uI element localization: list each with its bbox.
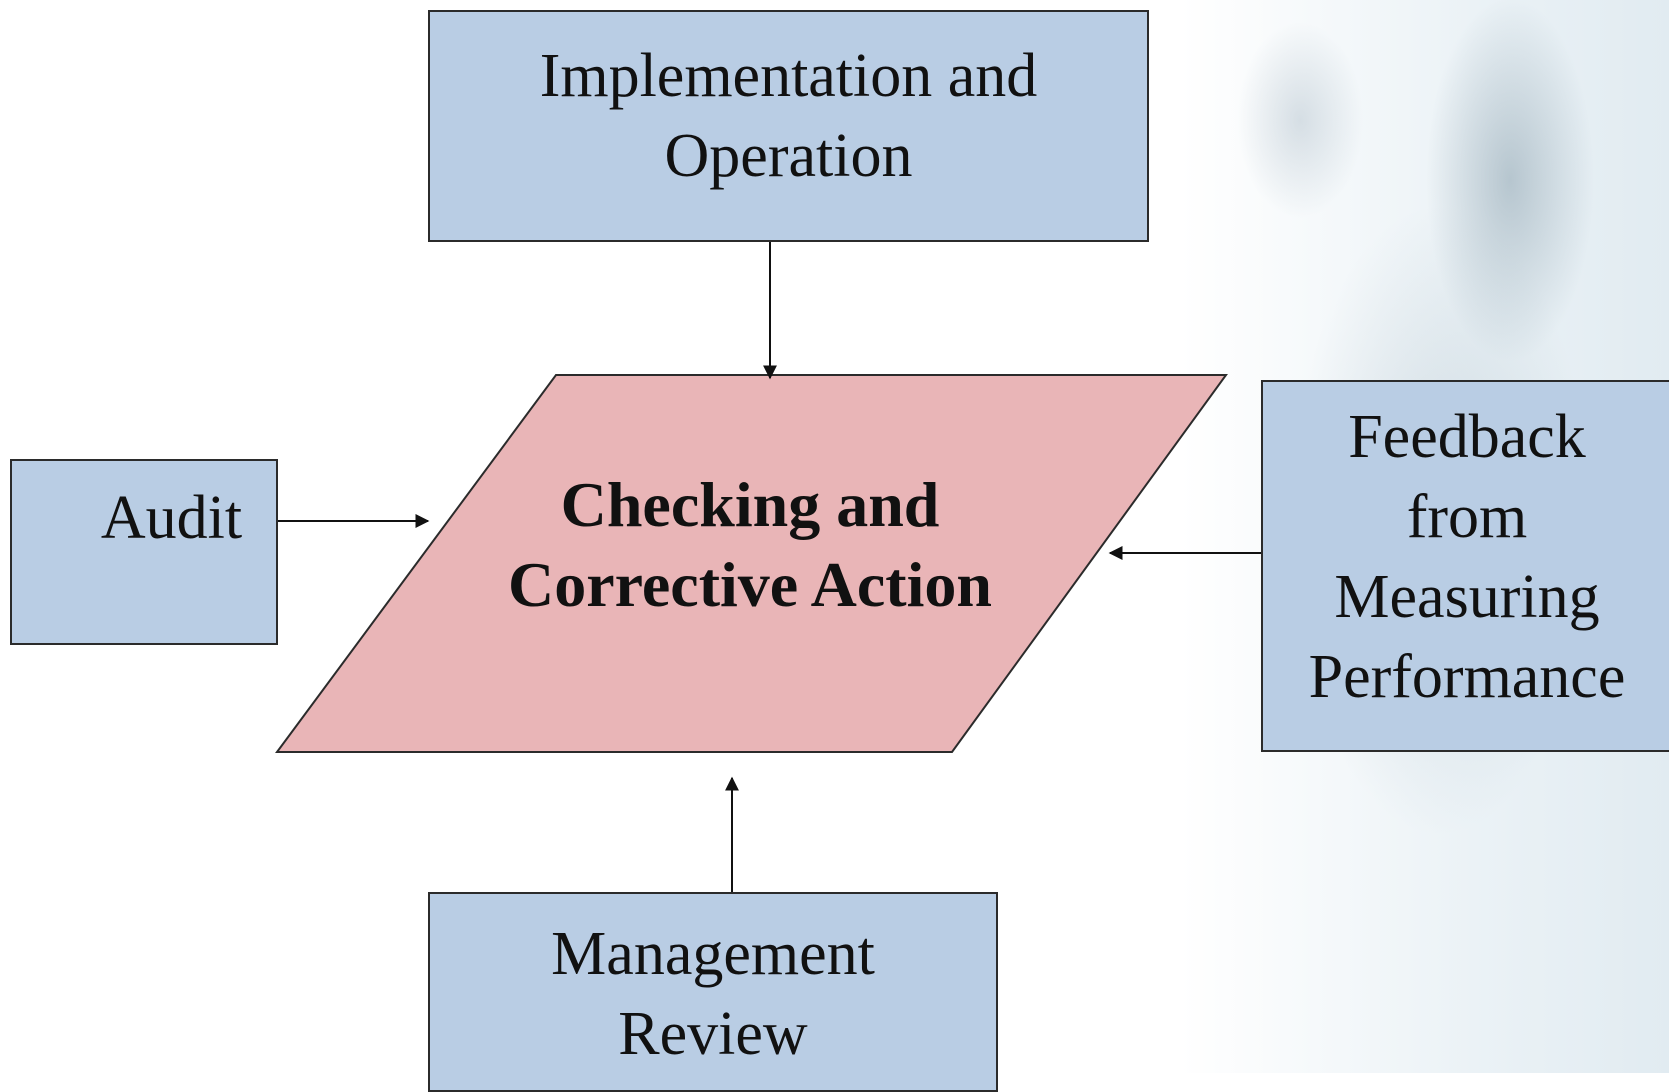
center-parallelogram [275,374,1228,753]
audit-box: Audit [10,459,278,645]
feedback-box: Feedback from Measuring Performance [1261,380,1669,752]
feedback-label: Feedback from Measuring Performance [1308,403,1626,711]
implementation-operation-label: Implementation and Operation [539,42,1038,190]
management-review-box: Management Review [428,892,998,1092]
audit-label: Audit [100,484,243,552]
management-review-label: Management Review [551,920,875,1068]
implementation-operation-box: Implementation and Operation [428,10,1149,242]
checking-corrective-action-label: Checking and Corrective Action [508,469,992,620]
